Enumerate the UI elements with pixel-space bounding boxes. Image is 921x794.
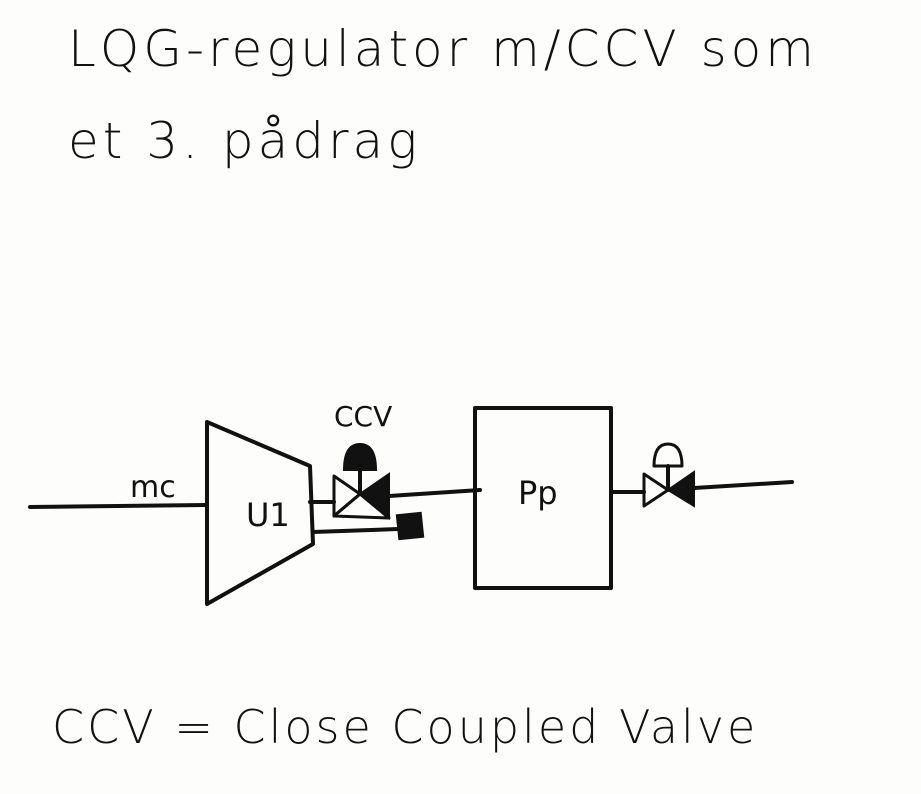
throttle-valve-icon [642, 442, 695, 508]
outlet-flow-line [692, 480, 794, 490]
compressor-block [205, 420, 315, 606]
input-flow-line [28, 503, 209, 509]
bypass-line [311, 527, 400, 534]
compressor-label: U1 [246, 496, 290, 534]
plenum-label: Pp [518, 474, 558, 512]
ccv-definition: CCV = Close Coupled Valve [52, 700, 759, 754]
valve-to-tank-line [387, 488, 482, 498]
title-line-1: LQG-regulator m/CCV som [68, 20, 818, 78]
input-flow-label: mc [130, 470, 176, 505]
title-line-2: et 3. pådrag [68, 112, 422, 170]
ccv-valve-label: CCV [334, 400, 392, 433]
ccv-valve-icon [332, 442, 391, 521]
blow-off-outlet-icon [395, 511, 425, 541]
plenum-block [473, 406, 613, 590]
